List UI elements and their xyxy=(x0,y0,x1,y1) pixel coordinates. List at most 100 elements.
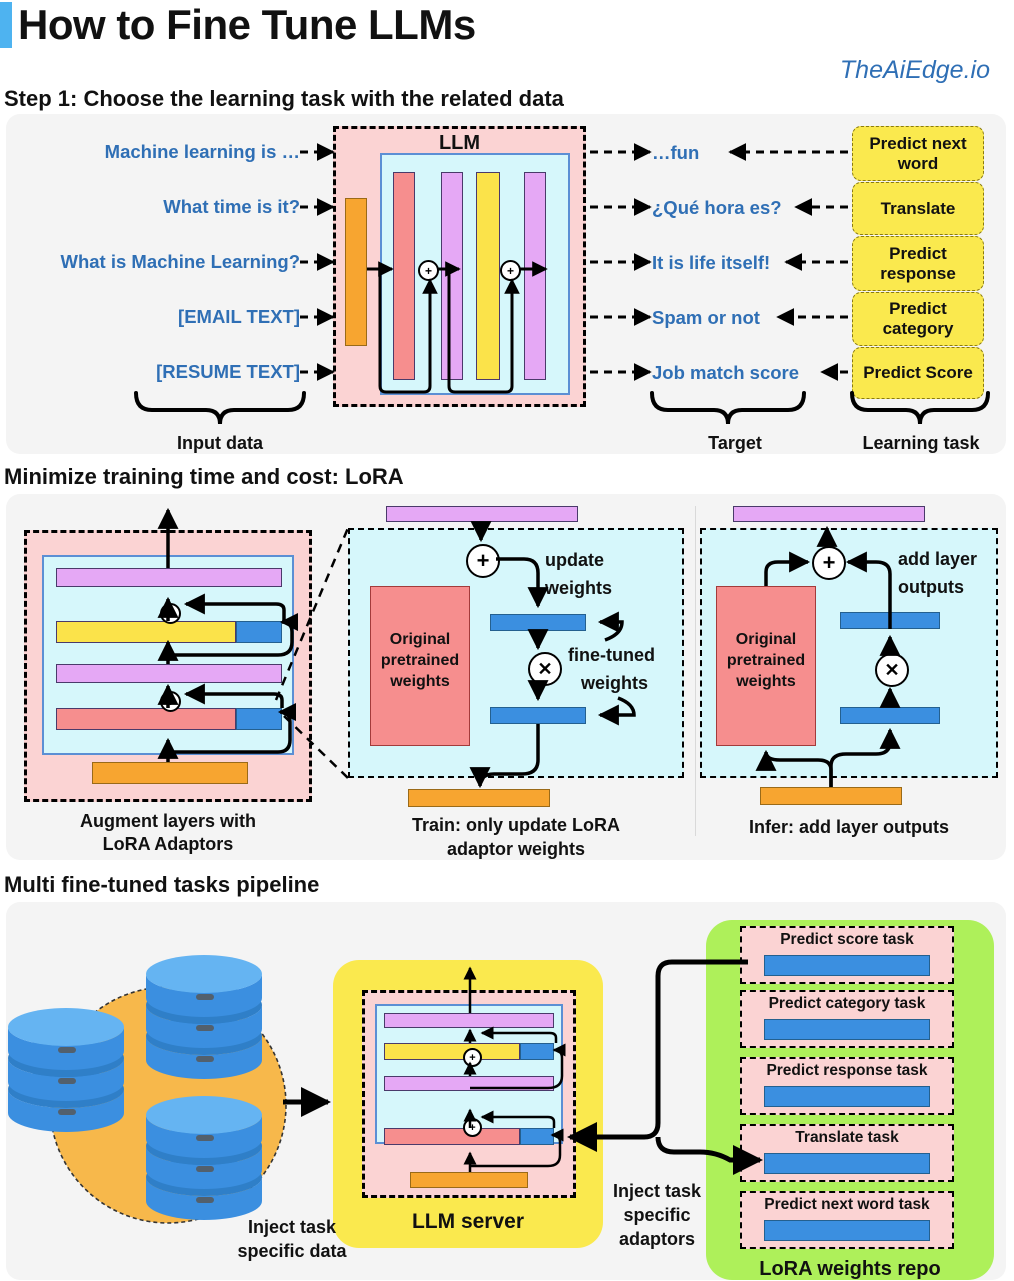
train-original-l3: weights xyxy=(390,673,450,690)
lora-layer-yellow xyxy=(56,621,236,643)
target-text-3: Spam or not xyxy=(652,307,760,328)
page-title: How to Fine Tune LLMs xyxy=(0,2,476,48)
infer-add-op: + xyxy=(812,546,846,580)
train-original-l1: Original xyxy=(389,631,451,648)
input-text-3: [EMAIL TEXT] xyxy=(178,306,300,327)
train-add-op: + xyxy=(466,544,500,578)
task-chip-3[interactable]: Predict category xyxy=(852,292,984,346)
lora-layer-pink-mid xyxy=(56,664,282,683)
repo-item-1-weights xyxy=(764,1019,930,1040)
server-adaptor-red xyxy=(520,1128,554,1145)
server-layer-yellow xyxy=(384,1043,520,1060)
section-heading-pipeline: Multi fine-tuned tasks pipeline xyxy=(4,872,320,897)
label-add-layer-l1: add layer xyxy=(898,549,978,569)
lora-input-bar xyxy=(92,762,248,784)
infer-original-weights-block: Original pretrained weights xyxy=(716,586,816,746)
target-text-1: ¿Qué hora es? xyxy=(652,197,782,218)
lora-layer-pink-top xyxy=(56,568,282,587)
llm-add-op-1: + xyxy=(418,260,439,281)
caption-inject-adaptors-l1: Inject task xyxy=(612,1181,702,1201)
infer-multiply-op: ✕ xyxy=(875,653,909,687)
llm-embedding-bar xyxy=(345,198,367,346)
task-chip-2[interactable]: Predict response xyxy=(852,236,984,291)
train-original-l2: pretrained xyxy=(380,652,460,669)
task-chip-0[interactable]: Predict next word xyxy=(852,126,984,181)
lora-adaptor-red-row xyxy=(236,708,282,730)
repo-item-2[interactable]: Predict response task xyxy=(740,1057,954,1115)
train-adaptor-b xyxy=(490,707,586,724)
caption-train-line2: adaptor weights xyxy=(446,839,585,859)
llm-label: LLM xyxy=(438,132,481,154)
section-heading-step1: Step 1: Choose the learning task with th… xyxy=(4,86,564,111)
llm-layer-yellow xyxy=(476,172,500,380)
llm-server-label: LLM server xyxy=(411,1210,525,1233)
train-grad-bar xyxy=(408,789,550,807)
llm-layer-red xyxy=(393,172,415,380)
target-text-0: …fun xyxy=(652,142,700,163)
label-update-weights-l2: weights xyxy=(545,578,613,598)
section-heading-lora: Minimize training time and cost: LoRA xyxy=(4,464,404,489)
caption-infer: Infer: add layer outputs xyxy=(748,817,950,837)
label-add-layer-l2: outputs xyxy=(898,577,964,597)
repo-item-4-label: Predict next word task xyxy=(764,1196,930,1213)
brand-watermark: TheAiEdge.io xyxy=(839,56,990,84)
infer-original-l1: Original xyxy=(735,631,797,648)
caption-learning-task: Learning task xyxy=(862,433,980,453)
infer-adaptor-b xyxy=(840,707,940,724)
infer-original-l3: weights xyxy=(736,673,796,690)
infer-output-bar xyxy=(733,506,925,522)
lora-repo-label: LoRA weights repo xyxy=(759,1258,941,1280)
caption-inject-adaptors-l2: specific xyxy=(623,1205,691,1225)
label-finetuned-l1: fine-tuned xyxy=(568,645,655,665)
title-accent-bar xyxy=(0,2,12,48)
repo-item-4[interactable]: Predict next word task xyxy=(740,1191,954,1249)
caption-inject-adaptors-l3: adaptors xyxy=(618,1229,696,1249)
lora-add-op-top: + xyxy=(160,603,181,624)
label-finetuned-l2: weights xyxy=(581,673,649,693)
caption-target: Target xyxy=(708,433,762,453)
repo-item-3-label: Translate task xyxy=(795,1129,899,1146)
lora-adaptor-yellow-row xyxy=(236,621,282,643)
infer-input-bar xyxy=(760,787,902,805)
server-layer-pink-mid xyxy=(384,1076,554,1091)
input-text-4: [RESUME TEXT] xyxy=(156,361,300,382)
repo-item-1[interactable]: Predict category task xyxy=(740,990,954,1048)
llm-layer-pink-2 xyxy=(524,172,546,380)
caption-train-line1: Train: only update LoRA xyxy=(411,815,620,835)
lora-layer-red xyxy=(56,708,236,730)
repo-item-0-weights xyxy=(764,955,930,976)
llm-layer-pink-1 xyxy=(441,172,463,380)
server-layer-red xyxy=(384,1128,520,1145)
label-update-weights-l1: update xyxy=(545,550,605,570)
train-output-bar xyxy=(386,506,578,522)
input-text-0: Machine learning is … xyxy=(104,141,300,162)
repo-item-2-label: Predict response task xyxy=(766,1062,928,1079)
title-text: How to Fine Tune LLMs xyxy=(18,1,476,48)
target-text-4: Job match score xyxy=(652,362,800,383)
repo-item-0[interactable]: Predict score task xyxy=(740,926,954,984)
lora-panel-divider xyxy=(695,506,696,836)
infer-original-l2: pretrained xyxy=(726,652,806,669)
server-adaptor-yellow xyxy=(520,1043,554,1060)
caption-inject-data-l2: specific data xyxy=(237,1241,347,1261)
repo-item-3[interactable]: Translate task xyxy=(740,1124,954,1182)
caption-input-data: Input data xyxy=(177,433,263,453)
input-text-1: What time is it? xyxy=(163,196,300,217)
server-add-op-bottom: + xyxy=(463,1118,482,1137)
task-chip-4[interactable]: Predict Score xyxy=(852,347,984,399)
llm-add-op-2: + xyxy=(500,260,521,281)
train-adaptor-a xyxy=(490,614,586,631)
target-text-2: It is life itself! xyxy=(652,252,771,273)
repo-item-3-weights xyxy=(764,1153,930,1174)
task-chip-1[interactable]: Translate xyxy=(852,182,984,235)
caption-augment-line2: LoRA Adaptors xyxy=(102,834,234,854)
repo-item-4-weights xyxy=(764,1220,930,1241)
input-text-2: What is Machine Learning? xyxy=(60,251,301,272)
caption-inject-data-l1: Inject task xyxy=(247,1217,337,1237)
repo-item-1-label: Predict category task xyxy=(768,995,926,1012)
lora-add-op-bottom: + xyxy=(160,691,181,712)
repo-item-2-weights xyxy=(764,1086,930,1107)
repo-item-0-label: Predict score task xyxy=(780,931,914,948)
train-original-weights-block: Original pretrained weights xyxy=(370,586,470,746)
